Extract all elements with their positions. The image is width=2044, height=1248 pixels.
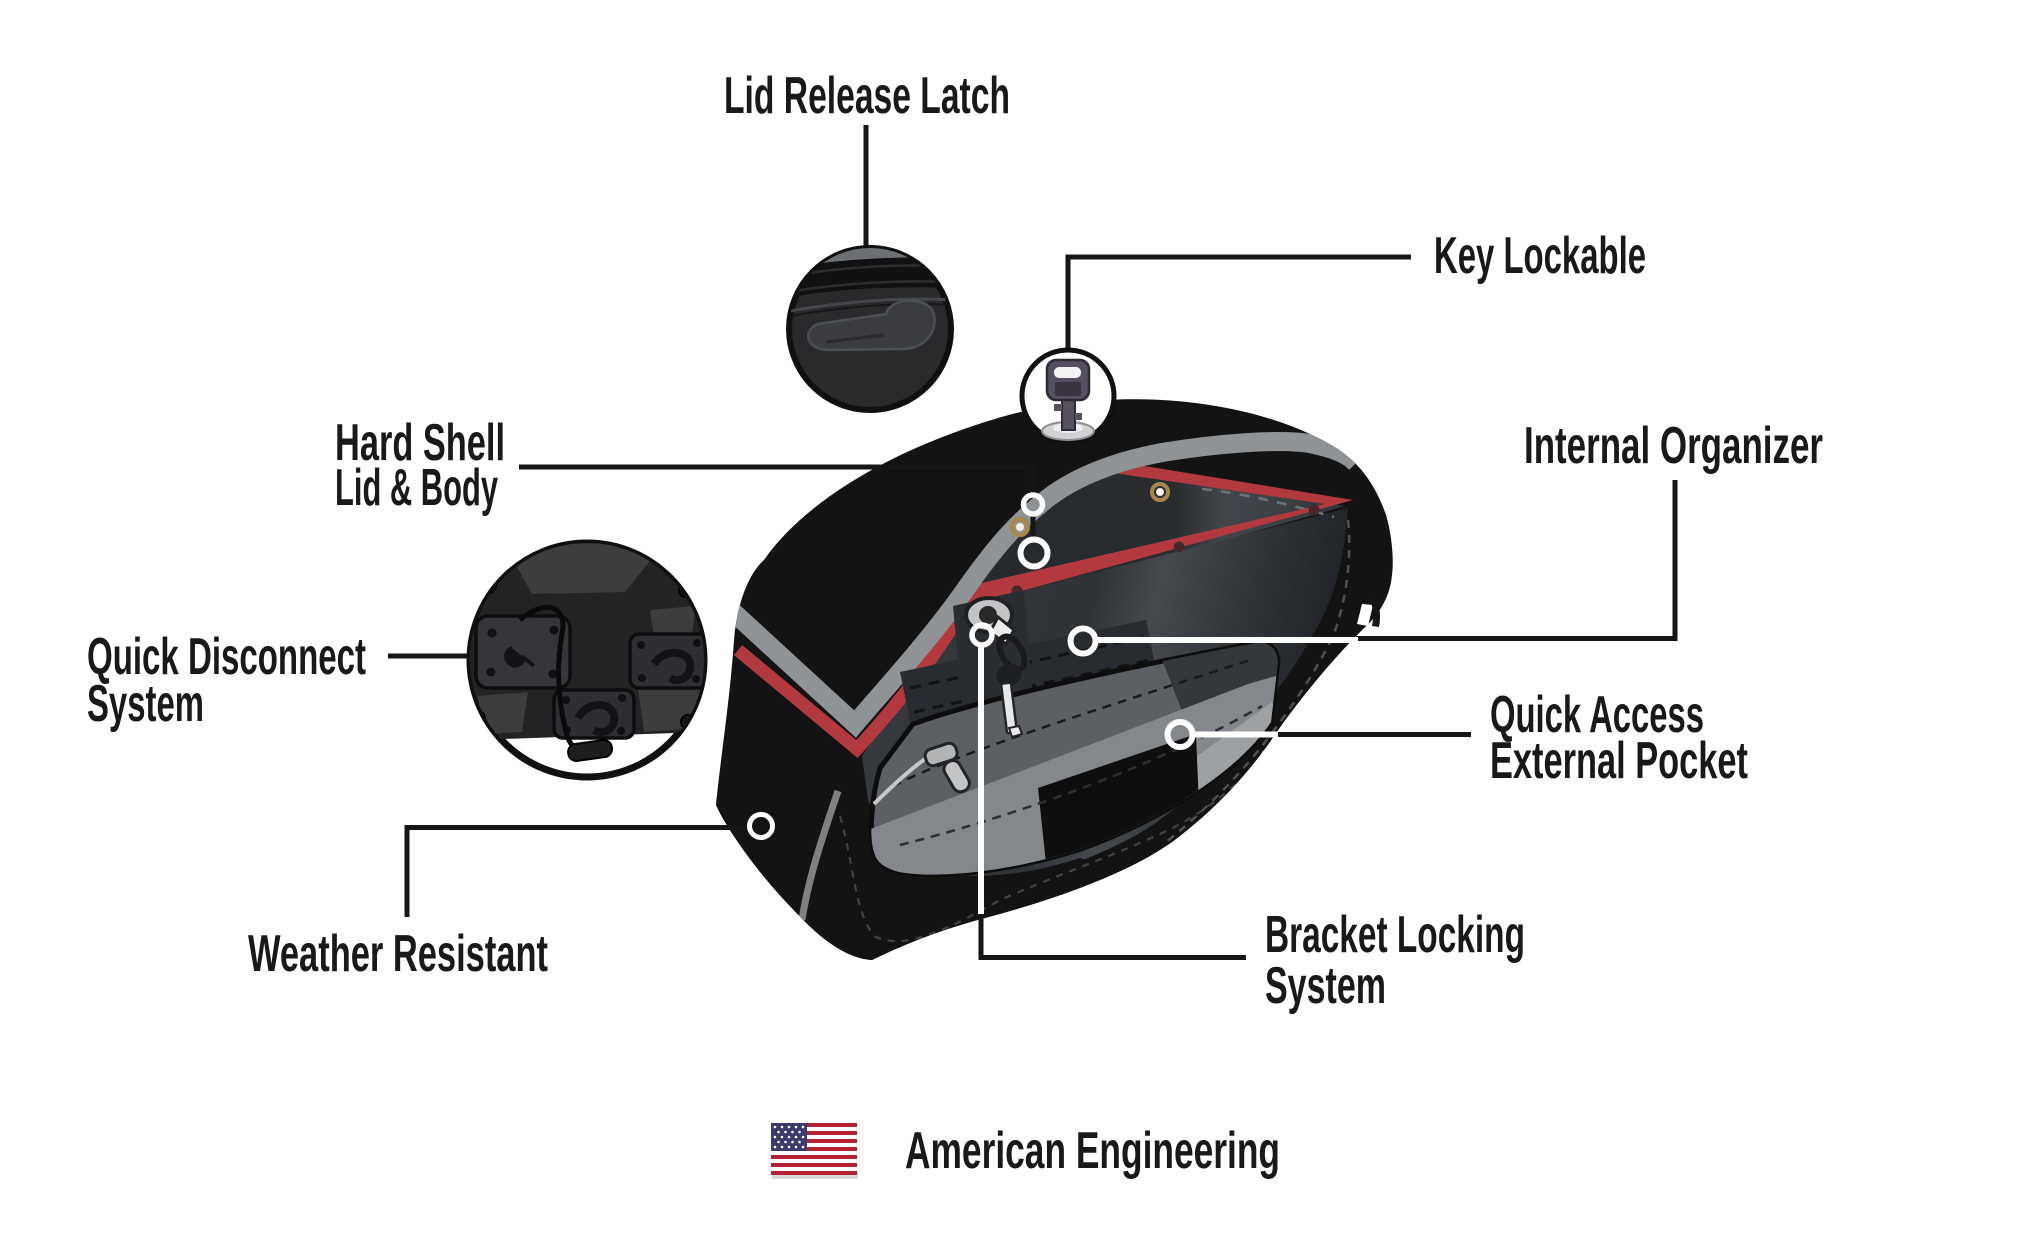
svg-text:System: System bbox=[87, 675, 204, 733]
svg-text:Hard Shell: Hard Shell bbox=[335, 414, 505, 472]
svg-text:Key Lockable: Key Lockable bbox=[1434, 227, 1646, 285]
svg-text:System: System bbox=[1265, 957, 1386, 1015]
svg-text:External Pocket: External Pocket bbox=[1490, 732, 1748, 790]
svg-text:Quick Access: Quick Access bbox=[1490, 686, 1704, 744]
svg-text:Quick Disconnect: Quick Disconnect bbox=[87, 628, 366, 686]
svg-text:Lid Release Latch: Lid Release Latch bbox=[724, 67, 1010, 125]
svg-text:American Engineering: American Engineering bbox=[905, 1122, 1280, 1180]
svg-text:Lid & Body: Lid & Body bbox=[335, 459, 498, 517]
svg-text:Internal Organizer: Internal Organizer bbox=[1524, 417, 1823, 475]
svg-text:Weather Resistant: Weather Resistant bbox=[248, 925, 548, 983]
svg-text:Bracket Locking: Bracket Locking bbox=[1265, 906, 1525, 964]
